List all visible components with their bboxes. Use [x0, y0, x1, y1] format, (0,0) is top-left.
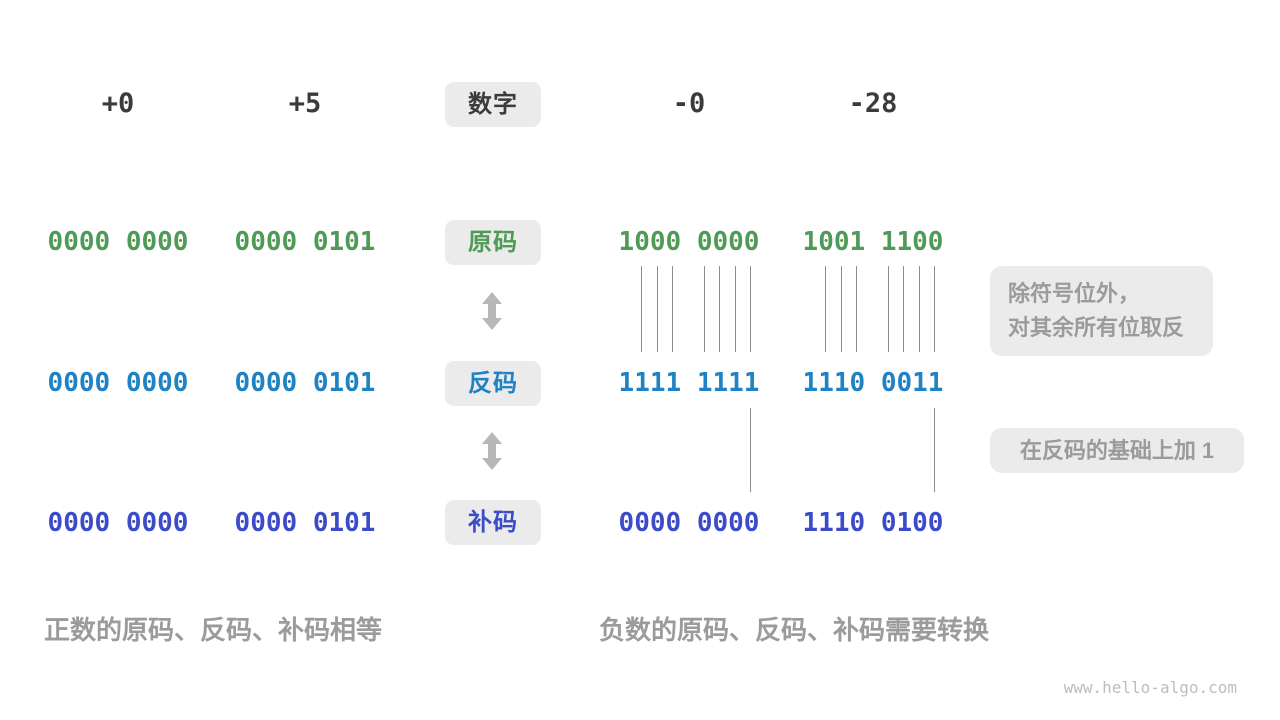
twos-value-plus0: 0000 0000	[47, 508, 189, 538]
invert-bits-note-line1: 除符号位外，	[1008, 281, 1141, 306]
number-label-plus0: +0	[101, 88, 135, 119]
sign-value-minus0: 1000 0000	[618, 227, 760, 257]
negative-numbers-caption: 负数的原码、反码、补码需要转换	[598, 615, 989, 645]
twos-value-minus0: 0000 0000	[618, 508, 760, 538]
add-one-line-minus0	[618, 408, 759, 492]
ones-value-plus0: 0000 0000	[47, 368, 189, 398]
ones-value-minus28: 1110 0011	[802, 368, 944, 398]
twos-value-plus5: 0000 0101	[234, 508, 376, 538]
invert-bits-note-line2: 对其余所有位取反	[1008, 315, 1185, 340]
badge-twos-complement: 补码	[445, 500, 541, 545]
ones-value-minus0: 1111 1111	[618, 368, 760, 398]
invert-bits-note: 除符号位外， 对其余所有位取反	[990, 266, 1213, 356]
site-watermark: www.hello-algo.com	[1063, 678, 1237, 697]
badge-sign-magnitude: 原码	[445, 220, 541, 265]
up-down-arrow-icon	[482, 432, 502, 470]
sign-value-plus0: 0000 0000	[47, 227, 189, 257]
twos-value-minus28: 1110 0100	[802, 508, 944, 538]
bit-invert-lines-minus0	[618, 266, 759, 352]
ones-value-plus5: 0000 0101	[234, 368, 376, 398]
sign-value-minus28: 1001 1100	[802, 227, 944, 257]
up-down-arrow-icon	[482, 292, 502, 330]
badge-number: 数字	[445, 82, 541, 127]
sign-value-plus5: 0000 0101	[234, 227, 376, 257]
add-one-note: 在反码的基础上加 1	[990, 428, 1244, 473]
number-label-plus5: +5	[288, 88, 322, 119]
number-label-minus0: -0	[672, 88, 706, 119]
add-one-line-minus28	[802, 408, 943, 492]
badge-ones-complement: 反码	[445, 361, 541, 406]
bit-invert-lines-minus28	[802, 266, 943, 352]
positive-numbers-caption: 正数的原码、反码、补码相等	[43, 615, 382, 645]
number-label-minus28: -28	[848, 88, 898, 119]
